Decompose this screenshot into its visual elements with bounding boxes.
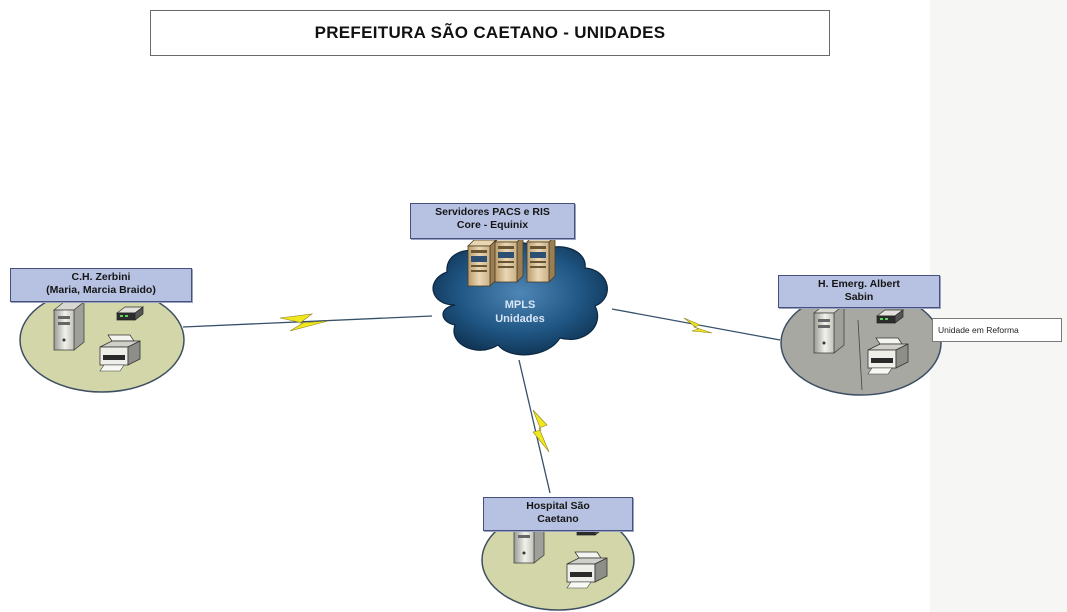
zerbini-label-line1: C.H. Zerbini [71,271,131,283]
core-servers [467,235,556,287]
caetano-label-line1: Hospital São [526,500,590,512]
core-label-line1: Servidores PACS e RIS [435,206,550,218]
zerbini-label-line2: (Maria, Marcia Braido) [46,284,156,296]
server-icon [494,235,524,283]
caetano-label-line2: Caetano [537,513,579,525]
link-zerbini [182,315,433,328]
lightning-caetano-icon [532,409,550,453]
lightning-bolts [279,313,713,453]
cloud-label-line1: MPLS [504,299,536,311]
site-circle-zerbini [19,287,185,393]
lightning-zerbini-icon [279,313,329,332]
server-icon [526,235,556,283]
sabin-label-line2: Sabin [844,291,874,303]
workstation-icon [813,304,845,354]
site-label-zerbini: C.H. Zerbini (Maria, Marcia Braido) [10,268,192,302]
server-icon [467,239,497,287]
sabin-label-line1: H. Emerg. Albert [818,278,900,290]
link-caetano [518,359,551,494]
cloud-label-line2: Unidades [495,313,545,325]
lightning-sabin-icon [683,317,713,334]
core-servers-label: Servidores PACS e RIS Core - Equinix [410,203,575,239]
workstation-icon [53,301,85,351]
site-label-caetano: Hospital São Caetano [483,497,633,531]
core-label-line2: Core - Equinix [456,219,529,231]
note-unit-under-renovation: Unidade em Reforma [932,318,1062,342]
diagram-title: PREFEITURA SÃO CAETANO - UNIDADES [150,10,830,56]
site-label-sabin: H. Emerg. Albert Sabin [778,275,940,308]
cloud-label: MPLS Unidades [470,298,570,326]
note-connector [857,319,863,391]
right-margin-shade [930,0,1067,612]
